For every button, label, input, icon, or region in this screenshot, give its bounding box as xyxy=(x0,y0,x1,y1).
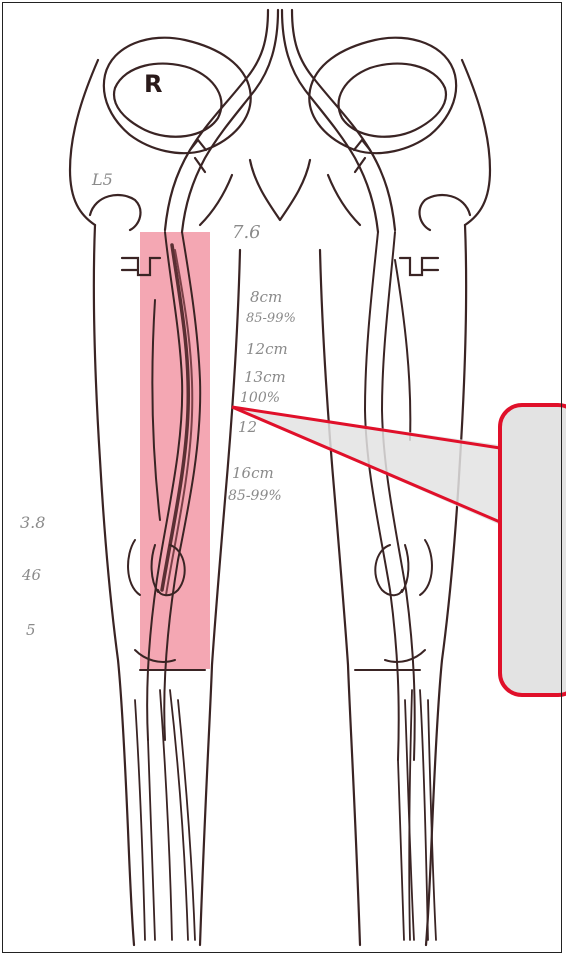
image-border xyxy=(2,2,562,953)
